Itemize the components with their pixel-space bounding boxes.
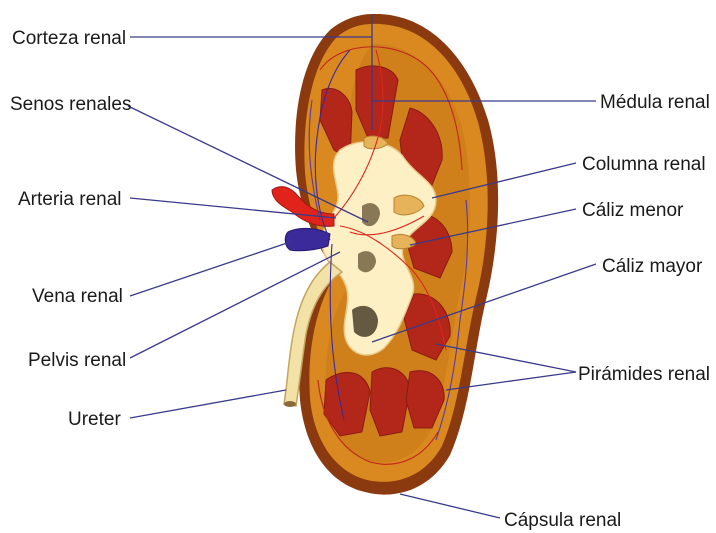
label-senos-renales: Senos renales (10, 94, 131, 115)
label-columna-renal: Columna renal (582, 154, 706, 175)
label-caliz-mayor: Cáliz mayor (602, 256, 703, 277)
label-vena-renal: Vena renal (32, 286, 123, 307)
ureter-opening (284, 401, 296, 407)
label-pelvis-renal: Pelvis renal (28, 350, 126, 371)
renal-vein-shape (285, 228, 330, 250)
label-arteria-renal: Arteria renal (18, 189, 122, 210)
label-capsula-renal: Cápsula renal (504, 510, 621, 531)
label-medula-renal: Médula renal (600, 92, 710, 113)
leader-vena (130, 242, 290, 296)
leader-ureter (130, 390, 286, 418)
leader-capsula (400, 494, 500, 518)
label-piramides-renal: Pirámides renal (578, 364, 710, 385)
label-caliz-menor: Cáliz menor (582, 200, 684, 221)
label-corteza-renal: Corteza renal (12, 28, 126, 49)
label-ureter: Ureter (68, 409, 121, 430)
